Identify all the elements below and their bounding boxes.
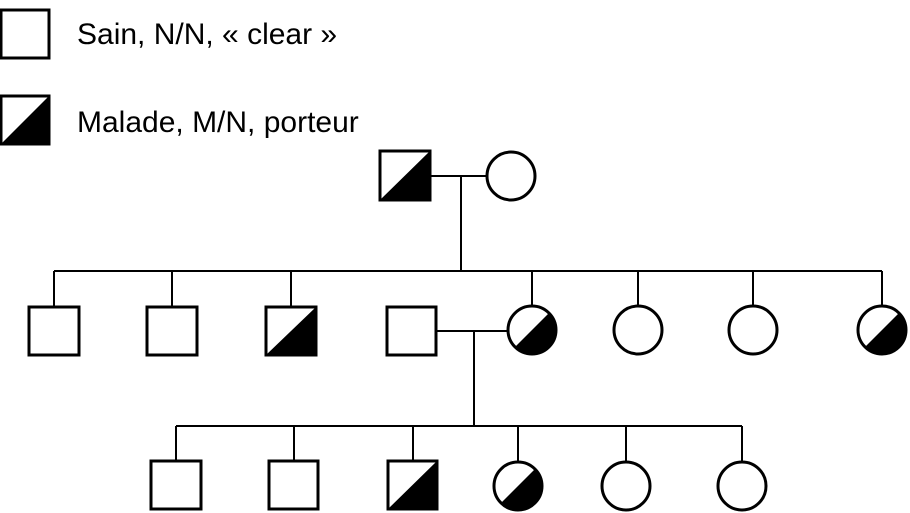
healthy-male-II-1: [27, 305, 81, 357]
legend-carrier-male-symbol: [0, 94, 51, 146]
legend: Sain, N/N, « clear » Malade, M/N, porteu…: [0, 8, 359, 146]
carrier-female-II-8: [856, 304, 908, 356]
legend-healthy-male-symbol: [0, 8, 51, 60]
carrier-male-II-3: [264, 305, 318, 357]
legend-carrier-label: Malade, M/N, porteur: [77, 106, 359, 139]
pedigree-lines: [53, 175, 883, 461]
healthy-male-II-2: [145, 305, 199, 357]
generation-3: [149, 459, 768, 512]
healthy-female-II-7: [727, 304, 779, 356]
carrier-female-III-4: [492, 460, 544, 512]
legend-healthy-label: Sain, N/N, « clear »: [77, 18, 337, 51]
generation-2: [27, 304, 908, 357]
healthy-male-III-1: [149, 459, 203, 511]
healthy-female-III-6: [716, 460, 768, 512]
healthy-female-III-5: [600, 460, 652, 512]
healthy-male-III-2: [267, 459, 320, 511]
carrier-male-III-3: [386, 459, 439, 511]
healthy-female-I-2: [485, 150, 537, 202]
healthy-female-II-6: [612, 304, 664, 356]
carrier-male-I-1: [378, 149, 432, 202]
carrier-female-II-5: [506, 304, 558, 356]
generation-1: [378, 149, 537, 202]
healthy-male-II-4: [385, 305, 438, 357]
